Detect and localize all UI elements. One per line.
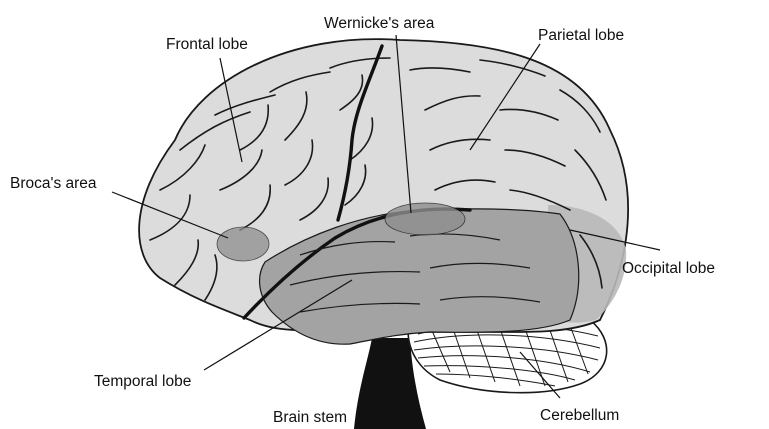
label-occipital-lobe: Occipital lobe — [622, 260, 715, 277]
brocas-area — [217, 227, 269, 261]
label-frontal-lobe: Frontal lobe — [166, 36, 248, 53]
label-brain-stem: Brain stem — [273, 409, 347, 426]
label-wernickes-area: Wernicke's area — [324, 15, 435, 32]
label-cerebellum: Cerebellum — [540, 407, 619, 424]
label-parietal-lobe: Parietal lobe — [538, 27, 624, 44]
label-brocas-area: Broca's area — [10, 175, 97, 192]
wernickes-area — [385, 203, 465, 235]
label-temporal-lobe: Temporal lobe — [94, 373, 191, 390]
